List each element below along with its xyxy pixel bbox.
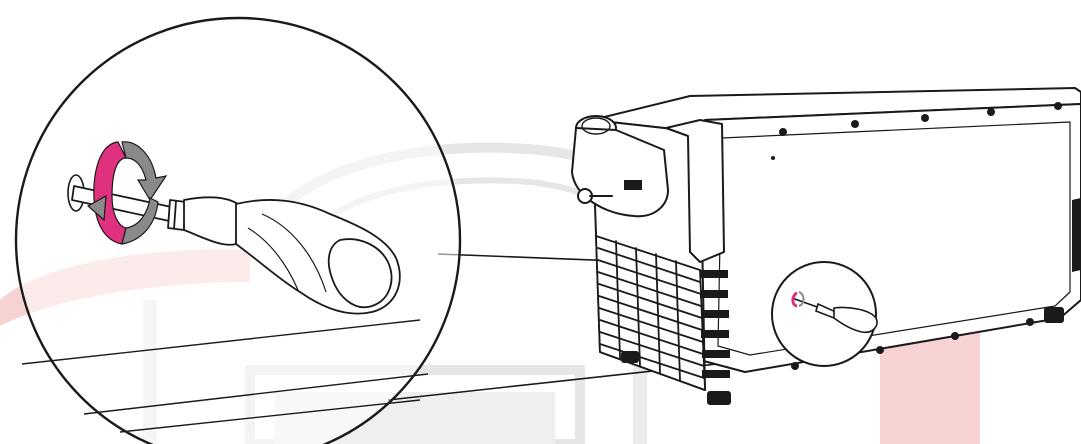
- screwdriver-handle-cap: [327, 238, 393, 309]
- machine-tank-body: [571, 127, 669, 218]
- callout-panel-lines: [21, 319, 429, 433]
- machine-foot-right: [1044, 307, 1064, 323]
- machine-tank-cap-inner: [581, 117, 611, 135]
- machine-foot-mid: [621, 351, 639, 363]
- machine-foot-front: [707, 391, 731, 405]
- rotate-arrow-grey-top: [121, 141, 168, 202]
- machine-side-panel: [699, 103, 1081, 373]
- detail-callout: [14, 16, 462, 444]
- machine-right-vent: [1072, 198, 1081, 272]
- zoom-callout-icon: [771, 261, 878, 367]
- rotate-arrow-grey-bottom: [121, 197, 159, 245]
- machine-side-panel-inner: [717, 121, 1071, 356]
- machine-rivets: [771, 102, 1062, 370]
- rotate-arrow-icon: [86, 141, 168, 245]
- rotate-arrow-head: [86, 194, 107, 222]
- machine-grille-ribs: [700, 270, 730, 378]
- machine-label-tag: [624, 180, 642, 190]
- machine-front-bracket: [665, 119, 725, 263]
- magnifier-screwdriver: [791, 297, 878, 334]
- magnifier-rotate-arrow-icon: [791, 291, 805, 308]
- screwdriver-icon: [71, 185, 401, 315]
